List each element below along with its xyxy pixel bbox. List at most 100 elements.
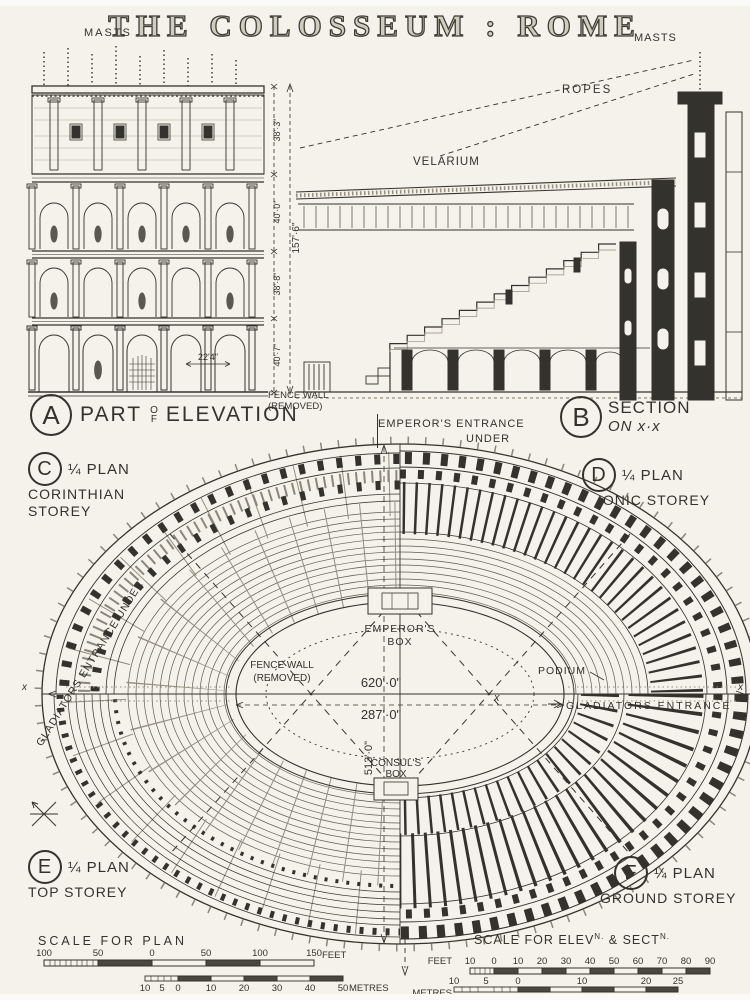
elevation-masts-label: MASTS — [84, 27, 132, 39]
em-5: 5 — [483, 976, 488, 987]
plan-scale-ruler: 100 50 0 50 100 150 FEET 10 5 0 10 20 30… — [36, 948, 389, 994]
quadrant-label-c: C ¼ PLAN CORINTHIAN STOREY — [28, 452, 130, 520]
podium-label: PODIUM — [538, 665, 586, 677]
e-line1: ¼ PLAN — [68, 858, 130, 876]
section-fence-wall-label: FENCE WALL (REMOVED) — [268, 390, 328, 412]
elev-feet-unit: FEET — [428, 956, 452, 967]
paper-edge-bottom — [0, 994, 750, 1000]
third-storey — [26, 183, 258, 250]
cavea-steps — [389, 243, 616, 352]
letter-d: D — [582, 458, 616, 492]
diagonals — [169, 533, 631, 855]
caption-part: PART — [80, 403, 143, 426]
dim-attic: 38'·3" — [272, 119, 282, 142]
ef-80: 80 — [681, 956, 692, 967]
elevation-dim-chain — [270, 82, 294, 396]
axis-top-tick — [377, 414, 378, 448]
c-line2: CORINTHIAN — [28, 486, 126, 502]
quadrant-label-d: D ¼ PLAN IONIC STOREY — [582, 458, 710, 509]
f-line1: ¼ PLAN — [654, 864, 716, 882]
paper-edge-top — [0, 0, 750, 6]
plan-labels: EMPEROR'S BOX FENCE WALL (REMOVED) PODIU… — [21, 623, 744, 780]
caption-section-line1: SECTION — [608, 398, 691, 417]
ground-storey — [26, 325, 258, 392]
c-line3: STOREY — [28, 503, 92, 519]
elev-scale-title: SCALE FOR ELEVN. & SECTN. — [474, 932, 670, 947]
ef-90: 90 — [705, 956, 716, 967]
em-0: 0 — [515, 976, 520, 987]
emperors-entrance-under: UNDER — [466, 433, 511, 445]
attic-pilasters — [47, 97, 237, 171]
plan-m-0: 0 — [175, 983, 180, 994]
em-10r: 10 — [577, 976, 588, 987]
elevation-arch-dim: 22'4" — [198, 352, 218, 362]
ef-40: 40 — [585, 956, 596, 967]
upper-gallery — [298, 203, 634, 231]
dim-second: 38'·8" — [272, 273, 282, 296]
em-25: 25 — [673, 976, 684, 987]
plan-m-10r: 10 — [206, 983, 217, 994]
second-storey — [26, 259, 258, 318]
consuls-box-label2: BOX — [385, 769, 406, 780]
d-line2: IONIC STOREY — [598, 492, 711, 508]
emperors-entrance-label: EMPEROR'S ENTRANCE — [378, 418, 525, 430]
plan-feet-50r: 50 — [201, 948, 212, 959]
caption-letter-a: A — [30, 394, 72, 436]
section-mark-right: x — [737, 682, 744, 693]
fence-wall-structure — [303, 361, 331, 393]
c-line1: ¼ PLAN — [68, 460, 130, 478]
dim-ground: 40'·7" — [272, 344, 282, 367]
letter-c: C — [28, 452, 62, 486]
outer-wall-poche — [619, 91, 743, 401]
e-line2: TOP STOREY — [28, 884, 128, 900]
dim-620: 620'·0" — [361, 675, 402, 690]
plan-feet-150: 150 — [306, 948, 322, 959]
emperors-box-label1: EMPEROR'S — [364, 623, 435, 635]
dim-total: 157'·6" — [291, 222, 302, 253]
caption-elevation-word: ELEVATION — [165, 403, 299, 426]
emperors-box — [367, 587, 433, 615]
section-masts-label: MASTS — [634, 32, 677, 44]
caption-letter-b: B — [560, 396, 602, 438]
caption-of-top: O — [150, 405, 158, 416]
plan-feet-50l: 50 — [93, 948, 104, 959]
plan-m-20: 20 — [239, 983, 250, 994]
plan-m-5l: 5 — [159, 983, 164, 994]
ef-10: 10 — [513, 956, 524, 967]
section-drawing — [295, 52, 743, 401]
quadrant-label-f: F ¼ PLAN GROUND STOREY — [600, 856, 736, 907]
dim-287: 287'·0" — [361, 707, 402, 722]
elevation-drawing: 22'4" 38'·3" 40'·0" 38'·8" 40'·7" 157'·6… — [26, 46, 302, 397]
plate-title: THE COLOSSEUM : ROME — [108, 7, 642, 43]
velarium-label: VELARIUM — [413, 156, 480, 168]
elev-scale-ruler: FEET 10 0 10 20 30 40 50 60 70 80 90 MET… — [412, 956, 716, 999]
plan-fence-wall-label2: (REMOVED) — [253, 673, 310, 684]
ef-60: 60 — [633, 956, 644, 967]
section-mark-left: x — [21, 682, 28, 693]
elev-scale-title-sup1: N. — [594, 932, 605, 941]
ef-20: 20 — [537, 956, 548, 967]
plan-m-40: 40 — [305, 983, 316, 994]
plan-feet-100r: 100 — [252, 948, 268, 959]
caption-of-bottom: F — [150, 414, 158, 425]
consuls-box — [373, 777, 419, 801]
consuls-box-label1: CONSUL'S — [371, 758, 422, 769]
ef-0: 0 — [491, 956, 496, 967]
dim-513: 513'·0" — [363, 741, 375, 775]
caption-of: O F — [150, 405, 158, 425]
elevation-dims: 22'4" 38'·3" 40'·0" 38'·8" 40'·7" 157'·6… — [198, 119, 302, 367]
attic-windows — [69, 123, 215, 141]
substructure — [394, 347, 650, 391]
fence-wall-line2: (REMOVED) — [268, 401, 323, 412]
plan-scale-title: SCALE FOR PLAN — [38, 934, 187, 948]
d-line1: ¼ PLAN — [622, 466, 684, 484]
ropes-label: ROPES — [562, 84, 613, 96]
plan-feet-100l: 100 — [36, 948, 52, 959]
plan-feet-0: 0 — [149, 948, 154, 959]
elev-scale-title-2: & SECT — [608, 933, 660, 948]
plan-drawing: EMPEROR'S BOX FENCE WALL (REMOVED) PODIU… — [21, 436, 750, 952]
section-mark-center: x — [493, 692, 500, 704]
elev-metre-unit: METRES — [412, 988, 452, 999]
emperors-box-label2: BOX — [387, 636, 412, 648]
